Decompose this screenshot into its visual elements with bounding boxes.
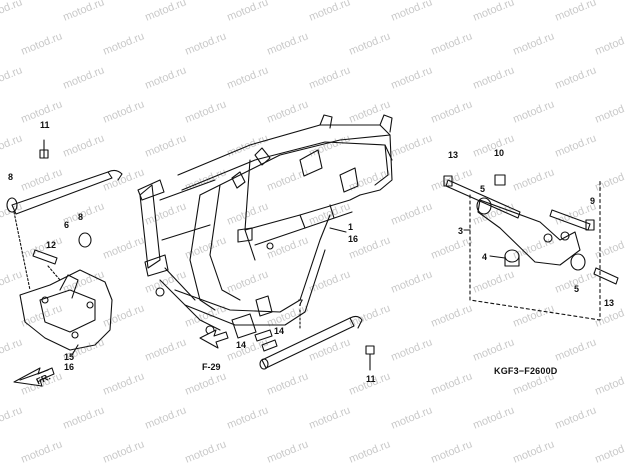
reference-f29-label: F-29 — [202, 362, 221, 372]
callout-10: 10 — [494, 148, 505, 158]
main-frame — [137, 114, 393, 349]
callout-11-bottom: 11 — [366, 374, 376, 384]
callout-16: 16 — [348, 234, 359, 244]
callout-15-16: 15 16 — [64, 352, 75, 372]
callout-7: 7 — [298, 298, 304, 308]
engine-hanger-assembly — [443, 174, 619, 321]
callout-13-bottom: 13 — [604, 298, 615, 308]
front-bracket-assembly — [6, 139, 123, 356]
callout-8-mid: 8 — [78, 212, 84, 222]
callout-14-a: 14 — [274, 326, 285, 336]
callout-8-left: 8 — [8, 172, 14, 182]
callout-6: 6 — [64, 220, 70, 230]
part-code: KGF3−F2600D — [494, 366, 558, 376]
callout-3: 3 — [458, 226, 464, 236]
callout-12: 12 — [46, 240, 57, 250]
callout-1: 1 — [348, 222, 354, 232]
callout-13-top: 13 — [448, 150, 459, 160]
callout-11-top: 11 — [40, 120, 50, 130]
callout-5-bottom: 5 — [574, 284, 580, 294]
callout-14-b: 14 — [236, 340, 247, 350]
callout-9: 9 — [590, 196, 596, 206]
step-bar — [254, 309, 375, 371]
front-direction-arrow — [13, 367, 55, 387]
callout-4: 4 — [482, 252, 488, 262]
callout-5-top: 5 — [480, 184, 486, 194]
